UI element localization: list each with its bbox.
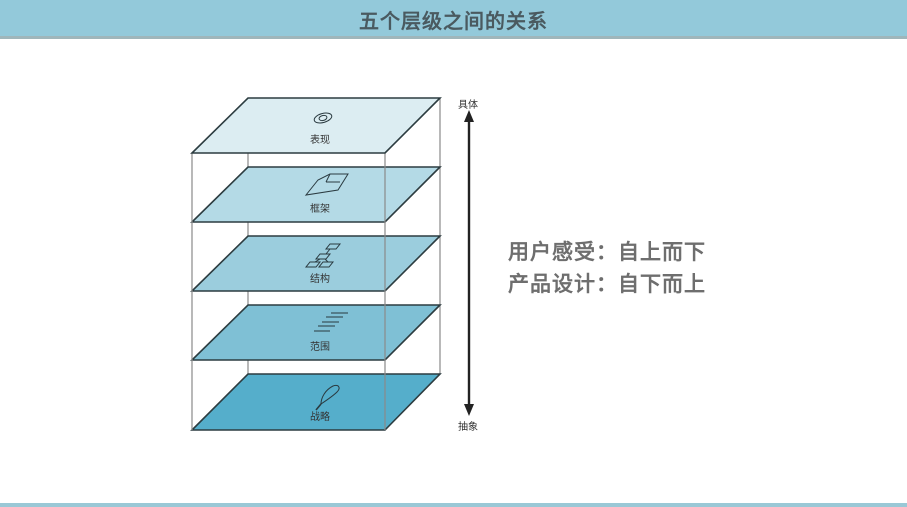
note-user-perception: 用户感受：自上而下 xyxy=(508,240,706,264)
scope-list-icon xyxy=(314,312,348,332)
frame-icon xyxy=(304,173,349,196)
note-product-design: 产品设计：自下而上 xyxy=(508,272,706,296)
arrow-up-icon xyxy=(464,110,474,122)
axis-label-abstract: 抽象 xyxy=(458,422,478,433)
layer-label-structure: 结构 xyxy=(310,274,330,285)
layer-label-skeleton: 框架 xyxy=(310,204,330,215)
eye-icon xyxy=(313,112,333,124)
footer-bar xyxy=(0,503,907,507)
header-bar: 五个层级之间的关系 xyxy=(0,0,907,39)
arrow-down-icon xyxy=(464,404,474,416)
abstract-concrete-axis xyxy=(464,110,474,416)
layer-strategy xyxy=(190,373,442,431)
layer-surface xyxy=(190,97,442,154)
layer-label-scope: 范围 xyxy=(310,342,330,353)
page-title: 五个层级之间的关系 xyxy=(359,9,548,33)
feather-icon xyxy=(315,385,340,411)
axis-label-concrete: 具体 xyxy=(458,100,478,111)
structure-icon xyxy=(304,243,342,268)
layer-label-surface: 表现 xyxy=(310,135,330,146)
layer-label-strategy: 战略 xyxy=(310,412,330,423)
